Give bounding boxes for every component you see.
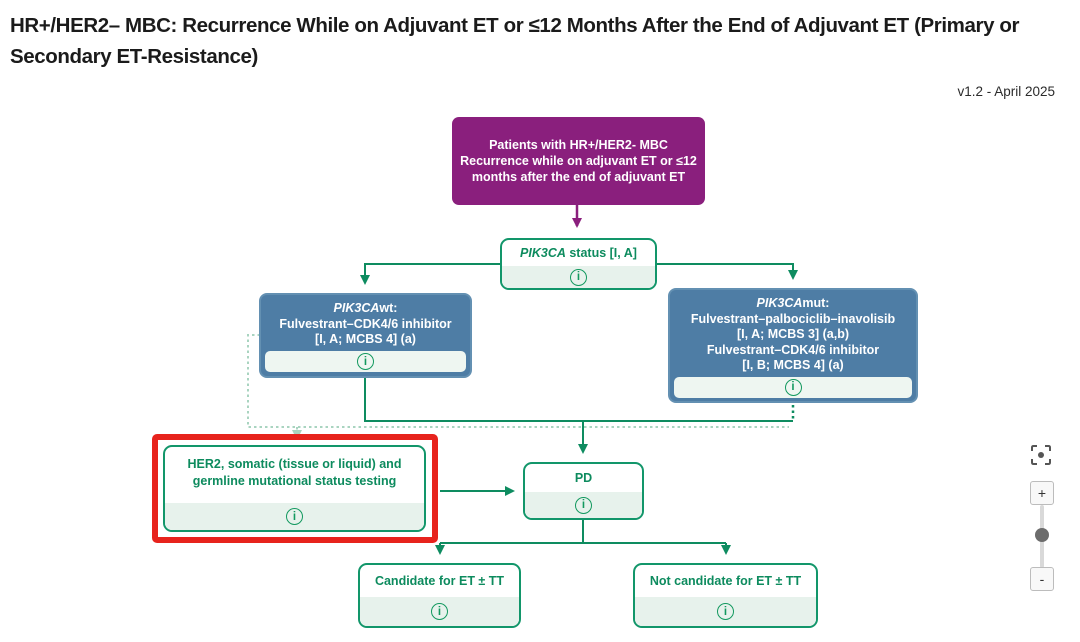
node-pik3ca-status-text: PIK3CA status [I, A] [520,245,637,260]
node-not-candidate-et-tt[interactable]: Not candidate for ET ± TT i [633,563,818,628]
node-her2-testing-text: HER2, somatic (tissue or liquid) and ger… [187,457,402,488]
node-pik3ca-wt[interactable]: PIK3CAwt: Fulvestrant–CDK4/6 inhibitor [… [259,293,472,378]
info-icon[interactable]: i [357,353,374,370]
fit-to-screen-button[interactable] [1030,444,1052,466]
info-strip: i [674,376,912,398]
info-strip: i [502,266,655,288]
info-strip: i [265,351,466,372]
info-icon[interactable]: i [717,603,734,620]
node-pd[interactable]: PD i [523,462,644,520]
info-strip: i [635,597,816,626]
arrow-status-to-wt [360,263,500,285]
version-label: v1.2 - April 2025 [957,84,1055,99]
node-pik3ca-wt-text: PIK3CAwt: Fulvestrant–CDK4/6 inhibitor [… [279,301,452,347]
node-her2-testing[interactable]: HER2, somatic (tissue or liquid) and ger… [163,445,426,532]
page-title: HR+/HER2– MBC: Recurrence While on Adjuv… [10,10,1060,72]
node-patients-line1: Patients with HR+/HER2- MBC [489,138,668,152]
info-icon[interactable]: i [784,378,802,396]
node-pd-text: PD [574,470,593,485]
zoom-in-button[interactable]: + [1030,481,1054,505]
gene-name: PIK3CA [333,301,380,316]
arrow-status-to-mut [657,263,798,280]
node-patients-line2: Recurrence while on adjuvant ET or ≤12 m… [460,154,697,184]
node-candidate-text: Candidate for ET ± TT [374,573,505,588]
page-title-line1: HR+/HER2– MBC: Recurrence While on Adjuv… [10,14,1020,37]
info-strip: i [165,503,424,530]
gene-name: PIK3CA [520,245,566,260]
page-title-line2: Secondary ET-Resistance) [10,45,258,68]
node-patients[interactable]: Patients with HR+/HER2- MBC Recurrence w… [452,117,705,205]
gene-name: PIK3CA [756,296,803,310]
zoom-slider-handle[interactable] [1035,528,1049,542]
info-strip: i [525,492,642,518]
node-candidate-et-tt[interactable]: Candidate for ET ± TT i [358,563,521,628]
node-pik3ca-mut[interactable]: PIK3CAmut: Fulvestrant–palbociclib–inavo… [668,288,918,403]
node-pik3ca-mut-text: PIK3CAmut: Fulvestrant–palbociclib–inavo… [690,296,896,372]
info-icon[interactable]: i [570,268,587,286]
info-icon[interactable]: i [286,508,303,525]
dotted-bus [247,334,789,428]
info-icon[interactable]: i [575,496,592,514]
fit-to-screen-icon [1031,445,1051,465]
zoom-out-button[interactable]: - [1030,567,1054,591]
node-not-candidate-text: Not candidate for ET ± TT [649,573,802,588]
info-strip: i [360,597,519,626]
info-icon[interactable]: i [431,603,448,620]
node-pik3ca-status[interactable]: PIK3CA status [I, A] i [500,238,657,290]
line-wt-to-bus [364,378,793,422]
